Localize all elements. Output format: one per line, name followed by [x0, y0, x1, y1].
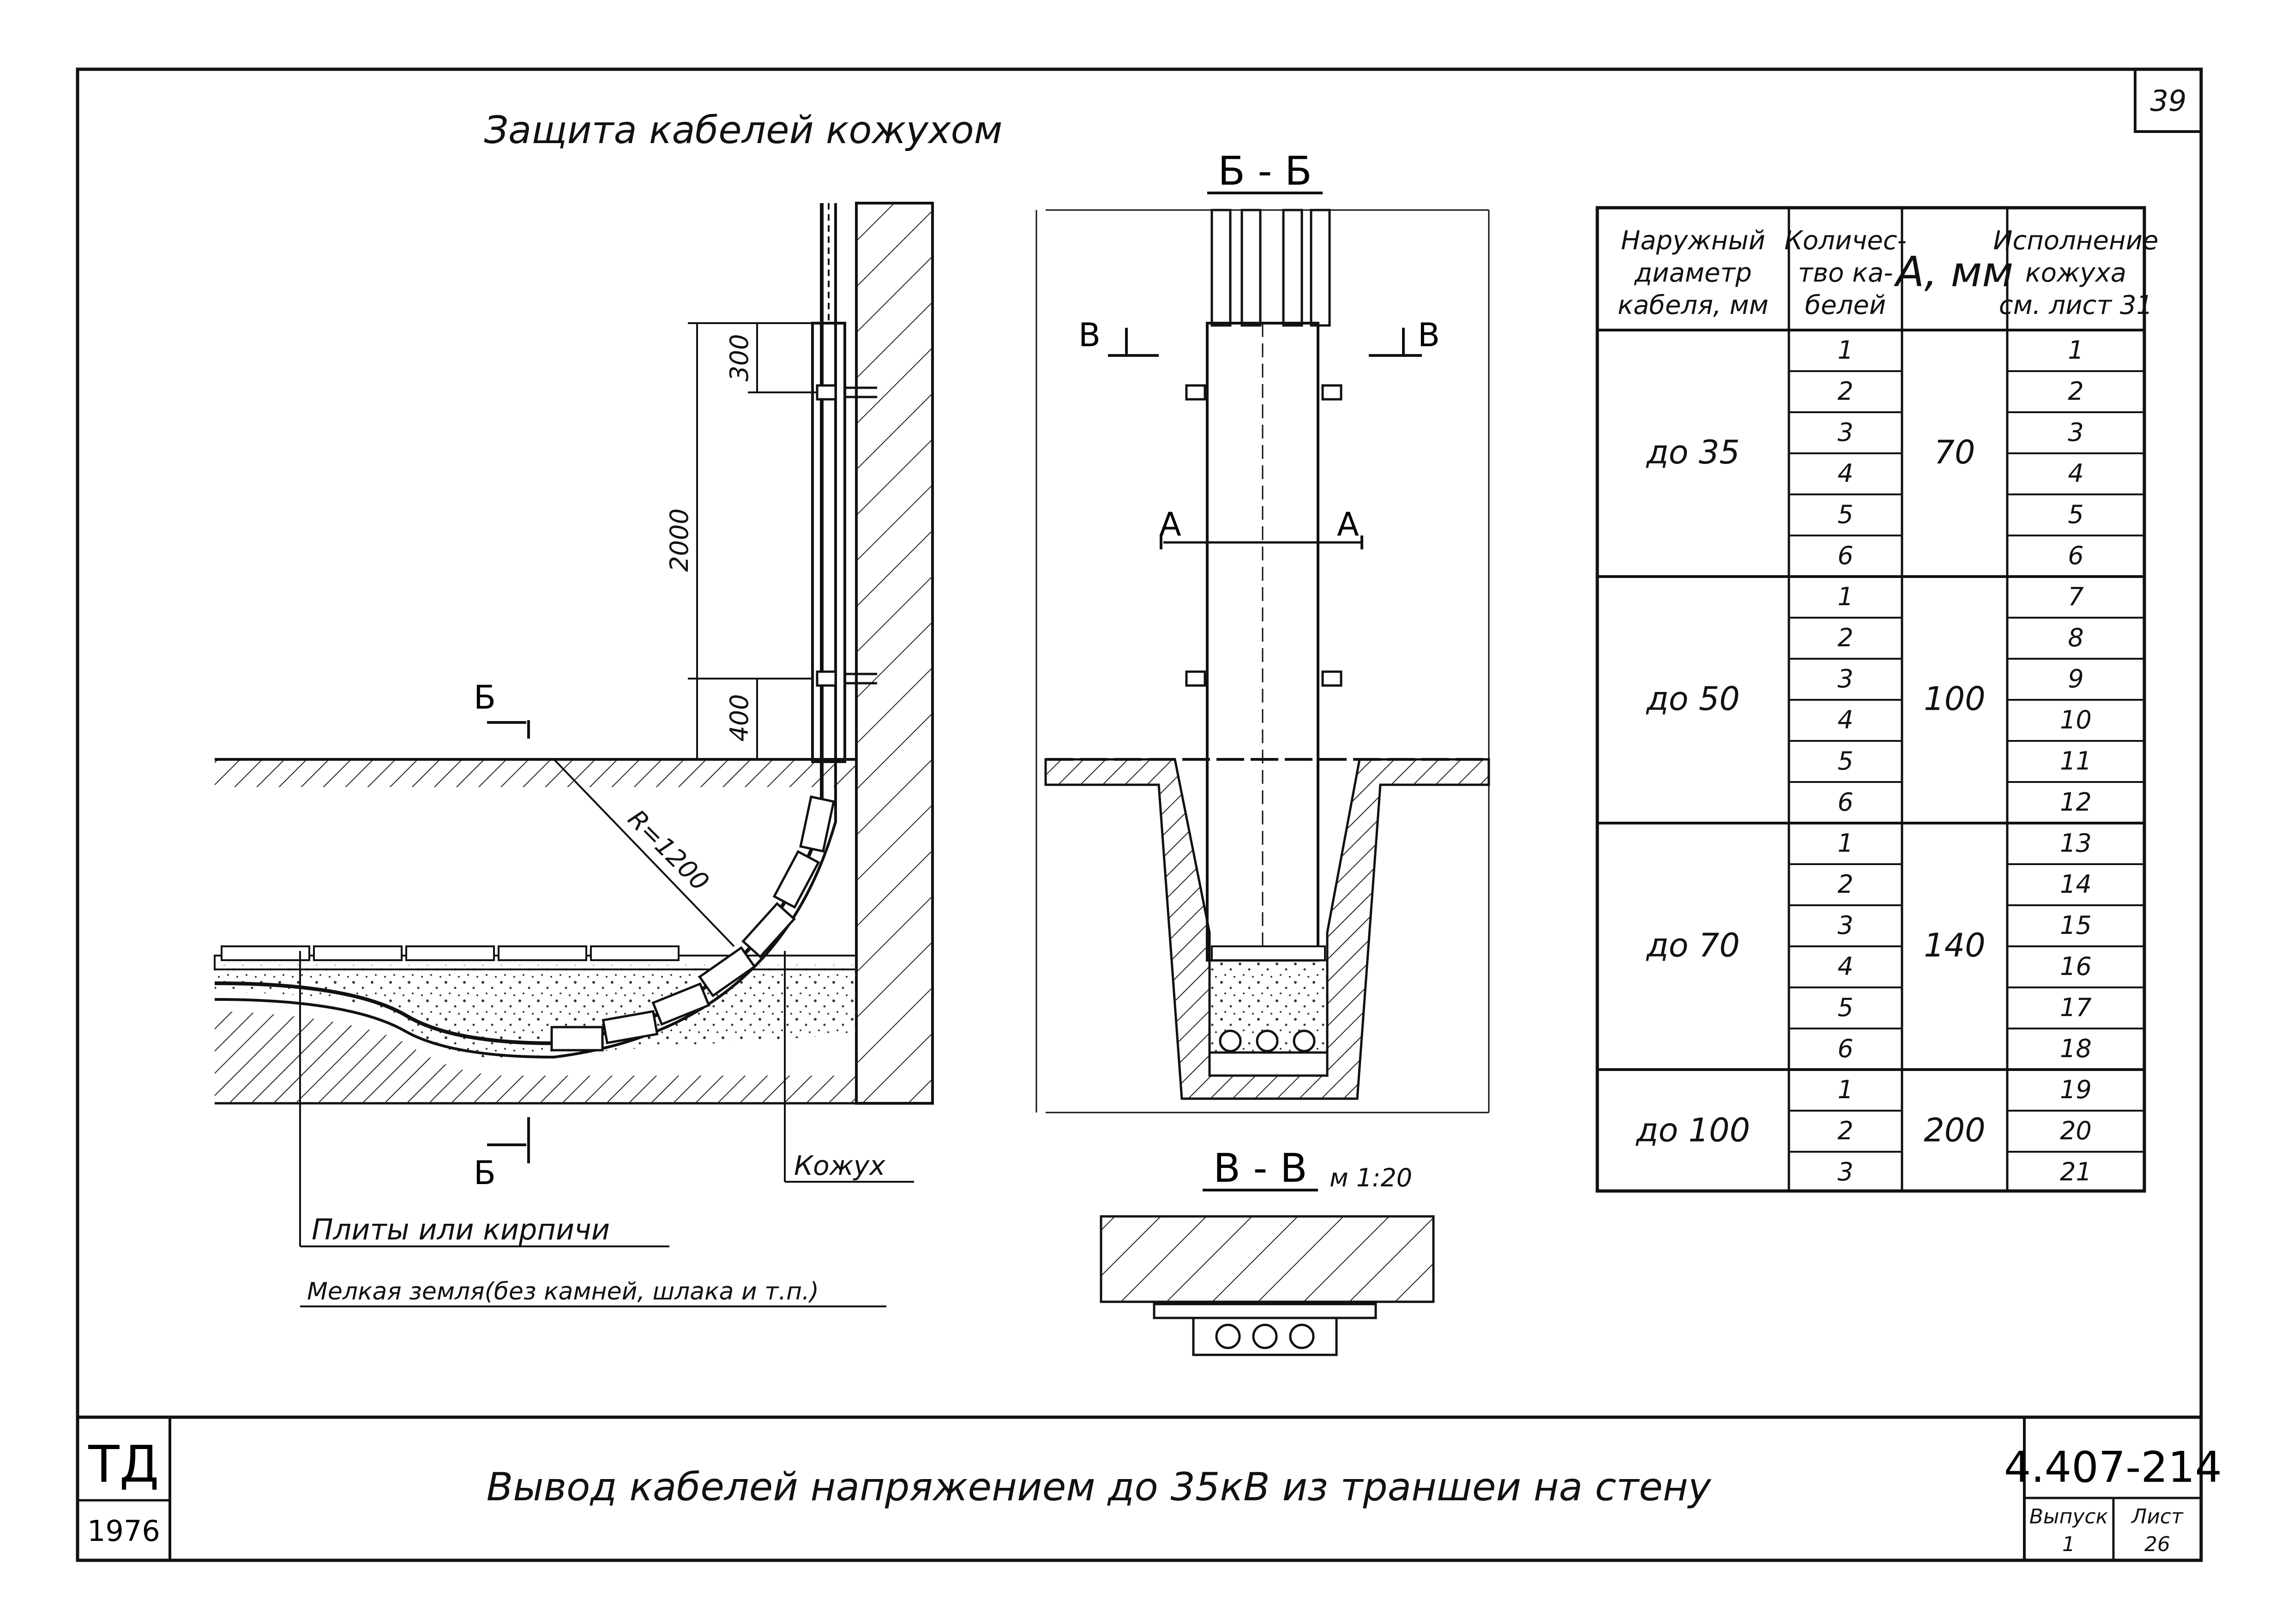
cable-count-cell: 5: [1837, 746, 1853, 776]
casing-version-cell: 16: [2060, 952, 2092, 981]
casing-version-cell: 3: [2068, 418, 2083, 447]
doc-code: 4.407-214: [2004, 1443, 2222, 1492]
dim-300: 300: [725, 334, 754, 381]
casing-version-cell: 17: [2060, 993, 2092, 1022]
cable-count-cell: 3: [1837, 1157, 1853, 1186]
dim-2000: 2000: [665, 508, 694, 571]
cable-count-cell: 2: [1837, 623, 1853, 652]
cut-mark-v-left: В: [1078, 316, 1101, 354]
a-mm-cell: 140: [1924, 926, 1986, 964]
table-header-cell: белей: [1805, 290, 1886, 320]
casing-version-cell: 20: [2060, 1116, 2092, 1145]
section-bb-view: Б - Б: [1035, 148, 1490, 1113]
casing-version-cell: 14: [2060, 870, 2092, 899]
casing-version-cell: 19: [2060, 1075, 2092, 1104]
cable-count-cell: 1: [1837, 829, 1853, 858]
casing-version-cell: 12: [2060, 788, 2092, 817]
casing-version-cell: 6: [2068, 541, 2083, 570]
casing-version-cell: 7: [2068, 582, 2083, 611]
casing-version-cell: 5: [2068, 500, 2083, 529]
cut-mark-b-bottom: Б: [474, 1154, 496, 1192]
casing-version-cell: 1: [2068, 336, 2083, 365]
diameter-cell: до 70: [1646, 926, 1740, 964]
section-vv-scale: м 1:20: [1330, 1163, 1412, 1192]
label-slabs: Плиты или кирпичи: [312, 1213, 610, 1246]
a-mm-cell: 100: [1924, 680, 1986, 718]
table-header-cell: А, мм: [1894, 248, 2014, 296]
year: 1976: [87, 1514, 160, 1548]
a-mm-cell: 200: [1924, 1112, 1986, 1149]
diameter-cell: до 50: [1646, 680, 1740, 718]
casing-version-cell: 9: [2068, 664, 2083, 693]
drawing-frame: [76, 67, 2203, 1562]
cable-count-cell: 6: [1837, 541, 1853, 570]
label-casing: Кожух: [794, 1150, 885, 1181]
label-soil: Мелкая земля(без камней, шлака и т.п.): [307, 1278, 819, 1305]
cable-count-cell: 1: [1837, 336, 1853, 365]
cable-count-cell: 1: [1837, 582, 1853, 611]
table-header-cell: кабеля, мм: [1618, 290, 1769, 320]
casing-version-cell: 11: [2060, 746, 2092, 776]
main-title: Защита кабелей кожухом: [484, 108, 1002, 152]
casing-version-cell: 21: [2060, 1157, 2092, 1186]
cable-count-cell: 6: [1837, 788, 1853, 817]
table-header-cell: Наружный: [1621, 226, 1765, 256]
cable-count-cell: 2: [1837, 1116, 1853, 1145]
table-header-cell: см. лист 31: [1999, 290, 2153, 320]
issue-value: 1: [2062, 1533, 2075, 1556]
cable-count-cell: 2: [1837, 377, 1853, 406]
cable-count-cell: 6: [1837, 1034, 1853, 1063]
cut-mark-v-right: В: [1418, 316, 1440, 354]
cable-count-cell: 4: [1837, 459, 1853, 488]
cable-count-cell: 3: [1837, 911, 1853, 940]
cut-mark-b-top: Б: [474, 679, 496, 716]
casing-version-cell: 15: [2060, 911, 2092, 940]
issue-label: Выпуск: [2029, 1505, 2108, 1528]
casing-version-cell: 10: [2060, 705, 2092, 734]
table-header-cell: диаметр: [1634, 258, 1751, 288]
cable-count-cell: 5: [1837, 500, 1853, 529]
cable-count-cell: 3: [1837, 418, 1853, 447]
diameter-cell: до 35: [1646, 433, 1740, 471]
casing-version-cell: 8: [2068, 623, 2083, 652]
cut-mark-a-left: А: [1159, 505, 1181, 543]
cable-count-cell: 4: [1837, 705, 1853, 734]
section-vv-title: В - В: [1213, 1145, 1307, 1191]
cut-mark-a-right: А: [1337, 505, 1359, 543]
org-mark: ТД: [88, 1435, 159, 1494]
casing-version-cell: 13: [2060, 829, 2092, 858]
cable-count-cell: 3: [1837, 664, 1853, 693]
cable-count-cell: 5: [1837, 993, 1853, 1022]
page-number: 39: [2150, 84, 2187, 118]
table-header-cell: Исполнение: [1993, 226, 2159, 256]
casing-version-cell: 18: [2060, 1034, 2092, 1063]
a-mm-cell: 70: [1934, 433, 1975, 471]
dim-400: 400: [725, 694, 754, 741]
diameter-cell: до 100: [1636, 1112, 1750, 1149]
section-vv-view: В - В м 1:20: [1100, 1145, 1435, 1356]
table-header-cell: тво ка-: [1798, 258, 1893, 288]
casing-version-cell: 2: [2068, 377, 2083, 406]
table-header-cell: кожуха: [2025, 258, 2126, 288]
sheet-title: Вывод кабелей напряжением до 35кВ из тра…: [487, 1464, 1712, 1510]
cable-count-cell: 4: [1837, 952, 1853, 981]
table-header-cell: Количес-: [1784, 226, 1907, 256]
elevation-view: 300 2000 400 R=1200 Б Б Кожух Плиты или …: [214, 202, 934, 1307]
sheet-label: Лист: [2131, 1505, 2184, 1528]
sheet-value: 26: [2144, 1533, 2170, 1556]
cable-count-cell: 1: [1837, 1075, 1853, 1104]
cable-count-cell: 2: [1837, 870, 1853, 899]
section-bb-title: Б - Б: [1218, 148, 1312, 194]
radius-label: R=1200: [622, 804, 715, 896]
casing-version-cell: 4: [2068, 459, 2083, 488]
